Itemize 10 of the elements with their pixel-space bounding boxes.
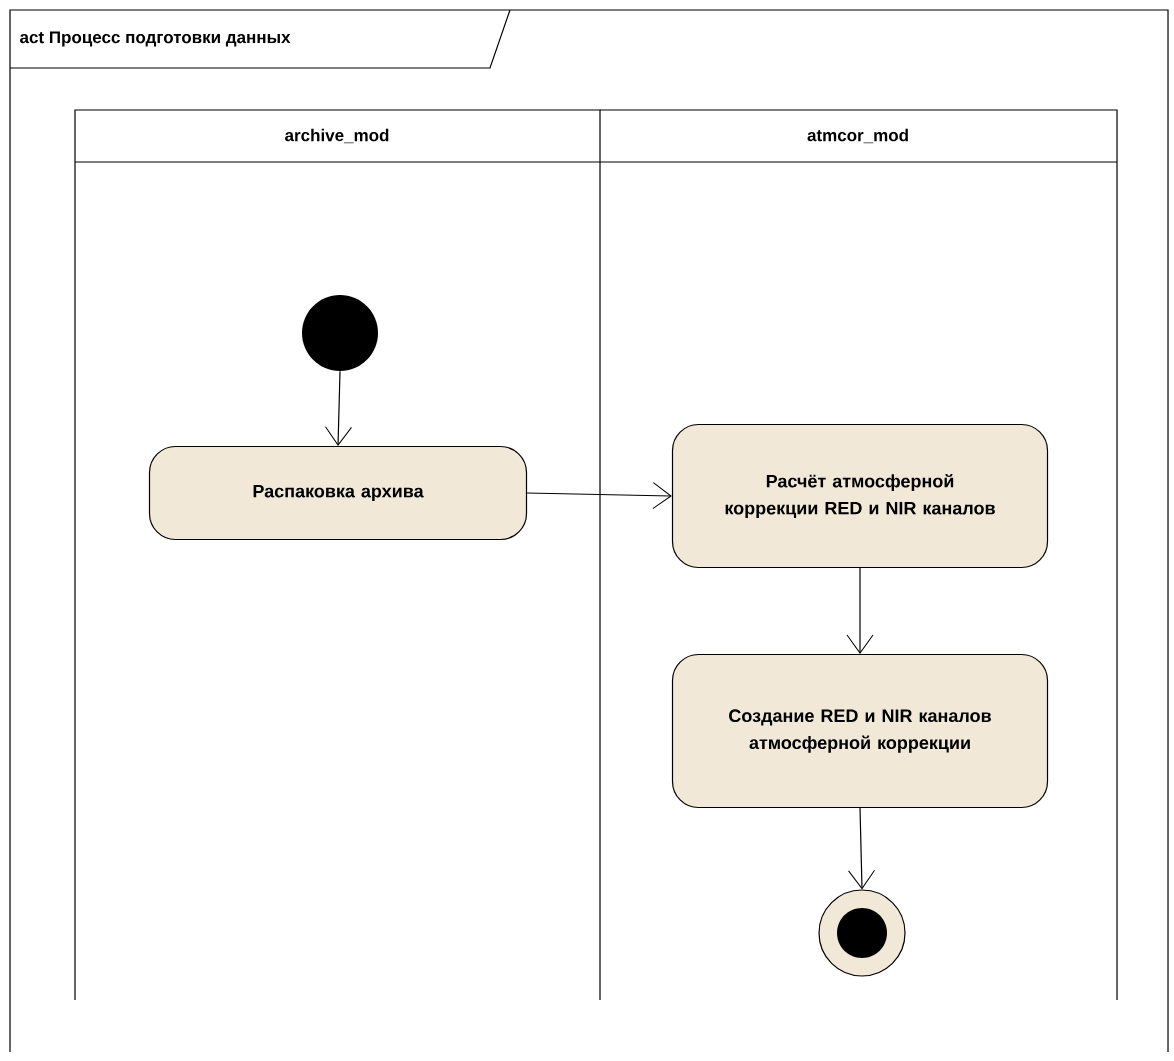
frame-title: act Процесс подготовки данных [20,31,291,47]
arrow [526,482,672,510]
arrow [848,807,876,890]
action-box: Расчёт атмосферной коррекции RED и NIR каналов [671,423,1049,569]
action-box: Создание RED и NIR каналов атмосферной коррекции [671,653,1049,809]
start-circle [302,295,378,371]
action-box: Распаковка архива [148,445,528,541]
arrow [325,370,352,446]
arrow [846,567,874,654]
final-circle [818,889,906,977]
